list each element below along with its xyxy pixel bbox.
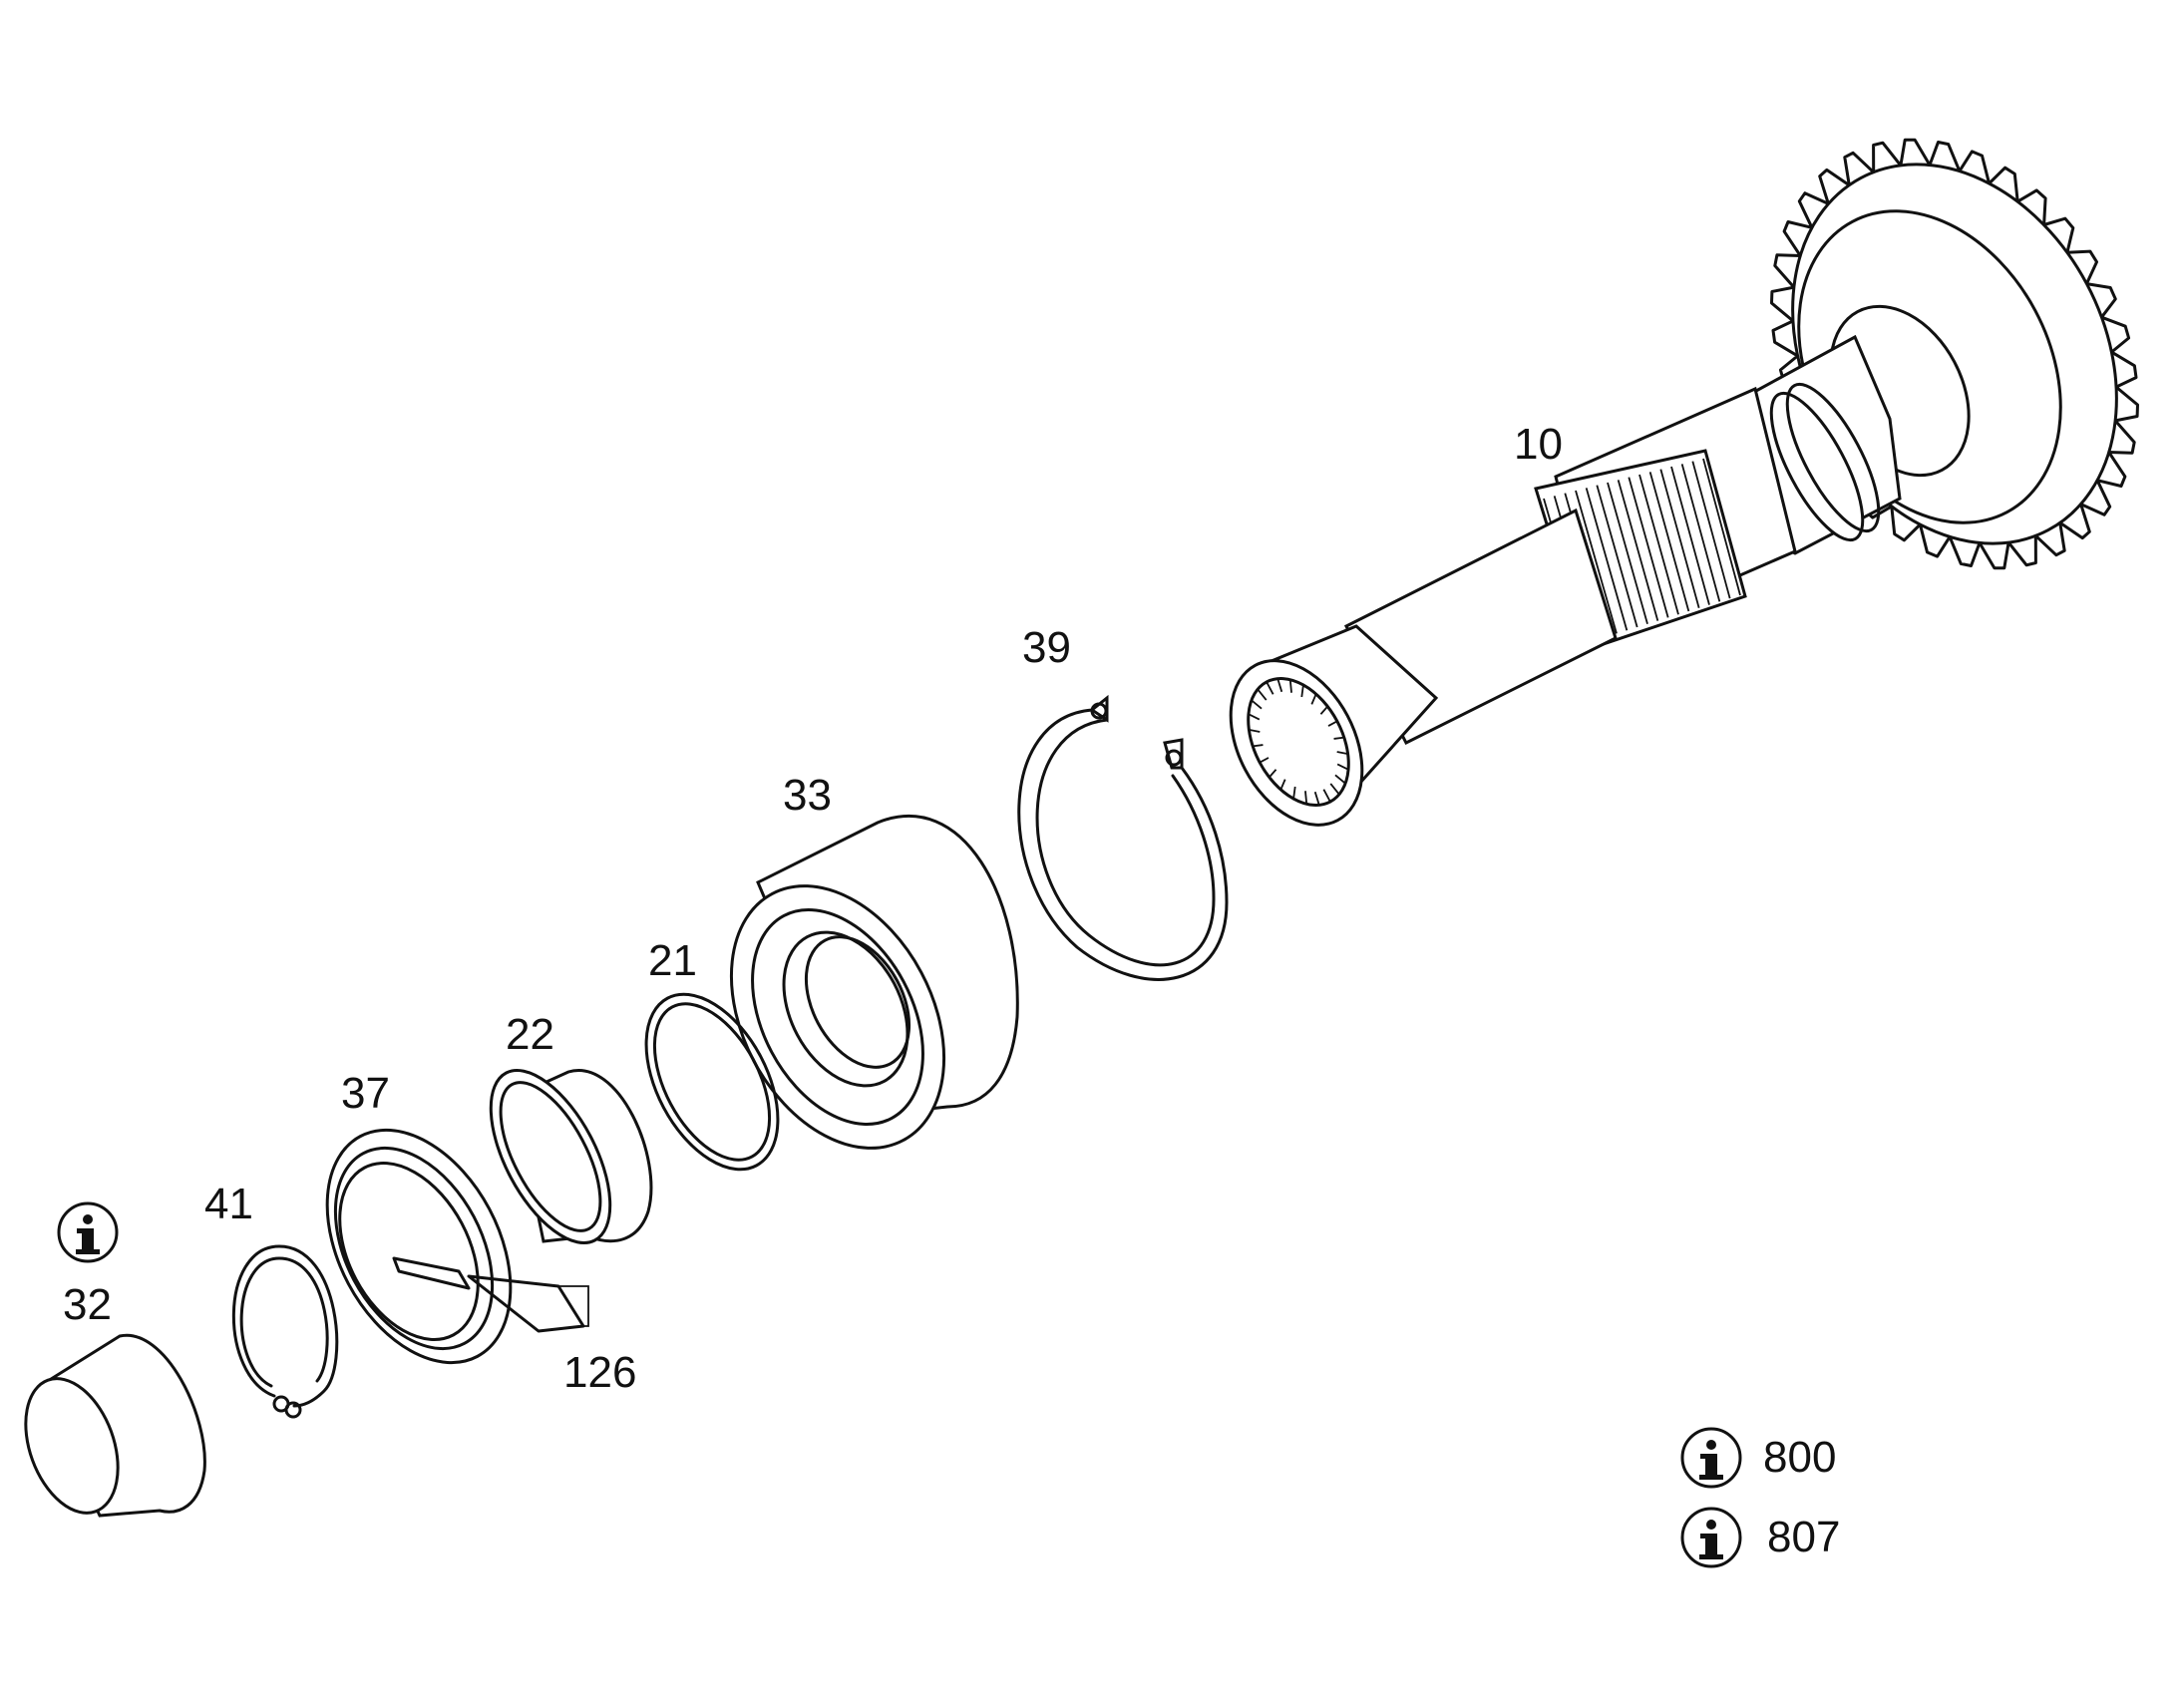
bore-spline-tooth [1313, 791, 1320, 806]
spline-ridge [1670, 466, 1710, 605]
bore-spline-tooth [1257, 688, 1268, 701]
bore-spline-tooth [1288, 679, 1292, 693]
part-label-22: 22 [506, 1010, 554, 1059]
part-41-external-circlip [231, 1244, 339, 1419]
bore-spline-tooth [1251, 699, 1263, 710]
part-label-39: 39 [1022, 623, 1071, 672]
part-label-32: 32 [63, 1280, 112, 1329]
bore-spline-tooth [1333, 736, 1344, 740]
spline-ridge [1659, 469, 1700, 609]
part-33-ball-bearing [729, 815, 1019, 1150]
bore-spline-tooth [1269, 769, 1277, 779]
spline-ridge [1702, 458, 1741, 596]
spline-ridge [1680, 464, 1721, 602]
spline-ridge [1617, 480, 1659, 621]
part-label-41: 41 [204, 1180, 253, 1228]
part-label-21: 21 [648, 936, 697, 985]
info-note-807: 807 [1767, 1513, 1841, 1561]
bore-spline-tooth [1304, 791, 1308, 805]
part-label-10: 10 [1514, 420, 1563, 469]
bore-spline-tooth [1249, 728, 1261, 733]
bore-spline-tooth [1322, 789, 1331, 803]
bore-spline-tooth [1266, 681, 1274, 695]
info-circle-icon [57, 1201, 119, 1263]
spline-ridge [1638, 474, 1679, 615]
bore-spline-tooth [1248, 713, 1261, 721]
part-10-shaft-gear [1229, 138, 2139, 827]
bore-spline-tooth [1276, 678, 1283, 693]
bore-spline-tooth [1279, 779, 1286, 791]
bore-spline-tooth [1310, 693, 1317, 705]
bore-spline-tooth [1336, 751, 1348, 756]
part-37-shaft-seal [325, 1128, 589, 1365]
part-label-37: 37 [341, 1069, 390, 1118]
spline-ridge [1648, 472, 1690, 612]
spline-ridge [1607, 482, 1648, 625]
info-circle-icon [1680, 1427, 1742, 1489]
bore-spline-tooth [1292, 786, 1296, 800]
bore-spline-tooth [1300, 684, 1304, 698]
bore-spline-tooth [1329, 783, 1340, 796]
spline-ridge [1575, 490, 1618, 634]
spline-ridge [1691, 461, 1731, 599]
spline-ridge [1596, 485, 1638, 628]
part-39-internal-circlip [1017, 694, 1229, 981]
part-label-33: 33 [783, 771, 832, 820]
bore-spline-tooth [1253, 744, 1264, 748]
bore-spline-tooth [1336, 763, 1349, 771]
info-circle-icon [1680, 1507, 1742, 1568]
spline-ridge [1628, 477, 1669, 618]
part-label-126: 126 [563, 1348, 637, 1397]
part-21-ring [644, 992, 780, 1172]
info-note-800: 800 [1763, 1433, 1837, 1482]
bore-spline-tooth [1259, 757, 1270, 764]
bore-spline-tooth [1319, 705, 1328, 715]
spline-ridge [1585, 488, 1629, 631]
bore-spline-tooth [1327, 720, 1338, 727]
part-22-sleeve [489, 1068, 653, 1244]
bore-spline-tooth [1334, 774, 1346, 785]
part-32-bushing [24, 1333, 206, 1518]
